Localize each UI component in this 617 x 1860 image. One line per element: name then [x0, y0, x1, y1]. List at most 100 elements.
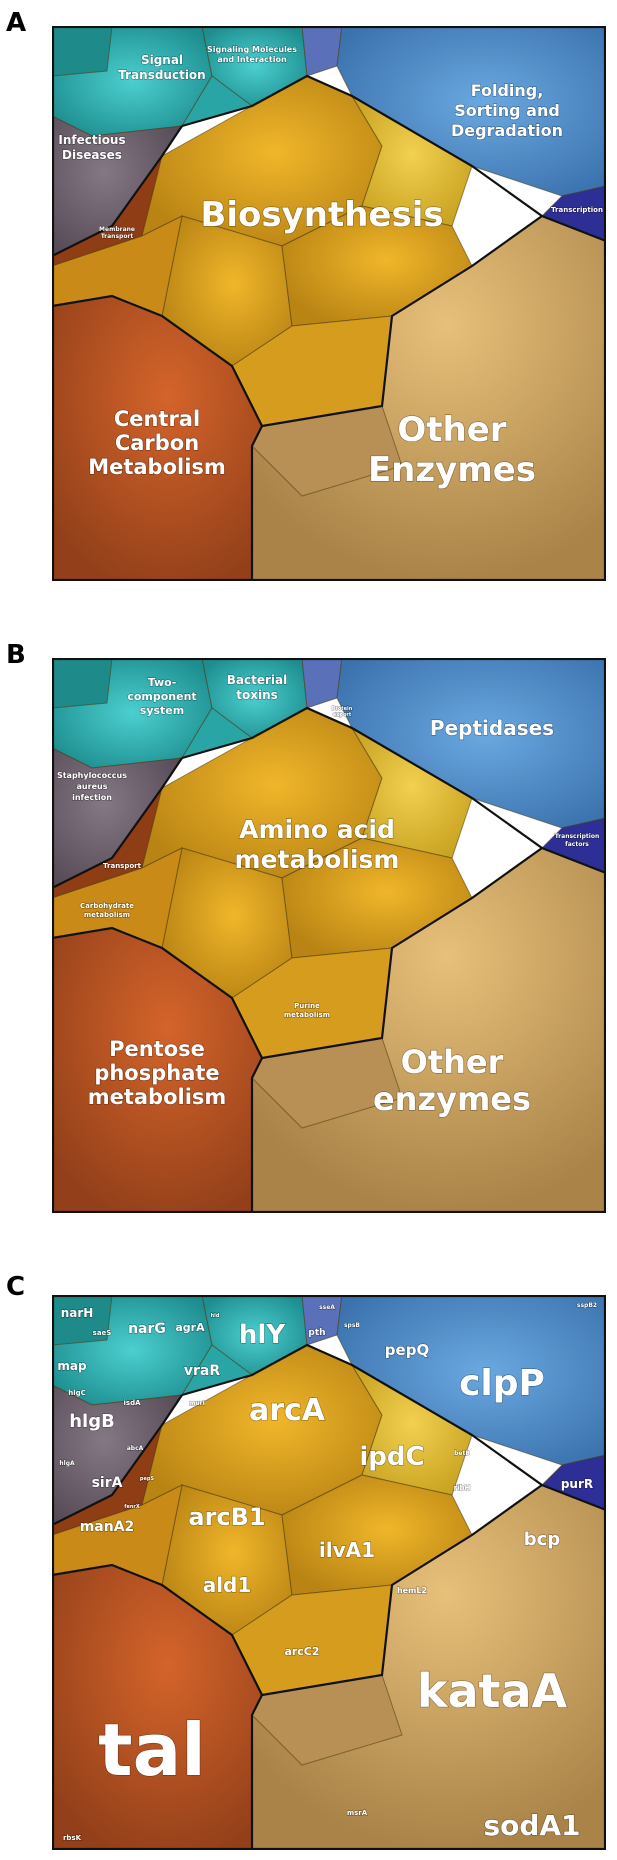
label-central-2: Carbon	[115, 431, 199, 455]
label-peptidases: Peptidases	[430, 716, 554, 740]
treemap-cells	[52, 658, 606, 1213]
label-infectious-1: Infectious	[58, 133, 125, 147]
label-hlgc: hlgC	[68, 1389, 86, 1397]
treemap-cells	[52, 1295, 606, 1850]
label-other-2: enzymes	[373, 1080, 531, 1118]
label-signal-1: Signal	[141, 53, 183, 67]
labels-c: narH saeS narG agrA hld hlY vraR map hlg…	[57, 1301, 598, 1842]
region-borders	[52, 658, 606, 1213]
label-pentose-2: phosphate	[94, 1061, 219, 1085]
label-pentose-1: Pentose	[109, 1037, 205, 1061]
label-arcc2: arcC2	[284, 1645, 319, 1658]
label-tfactors-2: factors	[565, 841, 589, 848]
label-folding-1: Folding,	[471, 81, 544, 100]
label-vrar: vraR	[184, 1363, 220, 1379]
label-kataa: kataA	[417, 1664, 568, 1718]
label-folding-3: Degradation	[451, 121, 563, 140]
label-twocomp-1: Two-	[148, 676, 177, 689]
label-spsb: spsB	[344, 1322, 360, 1329]
label-ald1: ald1	[203, 1573, 252, 1597]
label-other-1: Other	[401, 1043, 504, 1081]
label-msra: msrA	[347, 1809, 368, 1817]
label-ribh: ribH	[454, 1484, 471, 1492]
label-soda1: sodA1	[483, 1809, 580, 1842]
label-purine-1: Purine	[294, 1002, 320, 1010]
treemap-cells	[52, 26, 606, 581]
cell-narh	[52, 1295, 113, 1346]
labels-b: Two- component system Bacterial toxins S…	[56, 672, 599, 1118]
label-narh: narH	[61, 1306, 94, 1320]
label-protexport-2: export	[333, 712, 352, 718]
label-narg: narG	[128, 1321, 166, 1337]
panel-letter-a: A	[6, 8, 27, 38]
label-staph-2: aureus	[77, 782, 108, 791]
label-abca: abcA	[127, 1445, 144, 1452]
label-pth: pth	[308, 1328, 325, 1338]
label-toxins-2: toxins	[236, 688, 278, 702]
treemap-panel-c: narH saeS narG agrA hld hlY vraR map hlg…	[52, 1295, 606, 1850]
label-purr: purR	[561, 1477, 593, 1491]
cell-small-blue	[301, 26, 343, 77]
cell-teal-small	[52, 658, 113, 709]
label-folding-2: Sorting and	[454, 101, 560, 120]
panel-letter-c: C	[6, 1272, 26, 1302]
treemap-panel-a: Signal Transduction Signaling Molecules …	[52, 26, 606, 581]
label-membrane-1: Membrane	[99, 226, 135, 233]
label-molecules-1: Signaling Molecules	[207, 45, 297, 54]
label-twocomp-3: system	[140, 704, 184, 717]
label-map: map	[57, 1359, 87, 1373]
label-hlgb: hlgB	[69, 1411, 115, 1432]
label-arcb1: arcB1	[188, 1503, 265, 1531]
label-transcription: Transcription	[551, 206, 603, 214]
label-betb: betB	[454, 1450, 470, 1457]
label-ipdc: ipdC	[359, 1442, 424, 1472]
cell-folding	[336, 26, 606, 197]
label-agra: agrA	[175, 1321, 205, 1334]
label-molecules-2: and Interaction	[217, 55, 287, 64]
label-signal-2: Transduction	[118, 68, 205, 82]
label-protexport-1: Protein	[332, 706, 353, 712]
label-peps: pepS	[140, 1476, 155, 1482]
label-tfactors-1: Transcription	[555, 833, 599, 840]
label-clpp: clpP	[459, 1363, 545, 1404]
label-other-2: Enzymes	[368, 450, 536, 490]
label-toxins-1: Bacterial	[227, 673, 287, 687]
label-hlga: hlgA	[59, 1460, 75, 1467]
label-central-3: Metabolism	[88, 455, 226, 479]
label-other-1: Other	[397, 410, 506, 450]
panel-letter-b: B	[6, 640, 26, 670]
label-mana2: manA2	[80, 1519, 135, 1535]
label-purine-2: metabolism	[284, 1011, 330, 1019]
label-amino-1: Amino acid	[239, 815, 395, 844]
label-biosynthesis: Biosynthesis	[200, 195, 443, 235]
label-hld: hld	[211, 1313, 220, 1319]
label-ssea: sseA	[319, 1304, 335, 1311]
label-central-1: Central	[114, 407, 200, 431]
label-infectious-2: Diseases	[62, 148, 122, 162]
cell-teal-small	[52, 26, 113, 77]
label-hly: hlY	[239, 1320, 286, 1350]
cell-transcription-factors	[541, 817, 606, 874]
cell-transcription	[541, 185, 606, 242]
label-sspb2: sspB2	[577, 1302, 597, 1309]
label-ilva1: ilvA1	[319, 1538, 375, 1562]
label-heml2: hemL2	[397, 1586, 427, 1595]
label-twocomp-2: component	[127, 690, 196, 703]
cell-protein-export	[301, 658, 343, 709]
label-isda: isdA	[124, 1399, 142, 1407]
label-sira: sirA	[92, 1475, 123, 1491]
cell-peptidases	[336, 658, 606, 829]
label-carb-2: metabolism	[84, 911, 130, 919]
label-carb-1: Carbohydrate	[80, 902, 134, 910]
labels-a: Signal Transduction Signaling Molecules …	[58, 44, 604, 490]
region-borders	[52, 1295, 606, 1850]
cell-purr	[541, 1454, 606, 1511]
region-borders	[52, 26, 606, 581]
label-saes: saeS	[93, 1329, 112, 1337]
label-rbsk: rbsK	[63, 1834, 82, 1842]
label-pepq: pepQ	[385, 1341, 429, 1359]
label-amino-2: metabolism	[235, 845, 400, 874]
label-pentose-3: metabolism	[88, 1085, 227, 1109]
label-fenrx: fenrX	[124, 1504, 140, 1510]
treemap-panel-b: Two- component system Bacterial toxins S…	[52, 658, 606, 1213]
